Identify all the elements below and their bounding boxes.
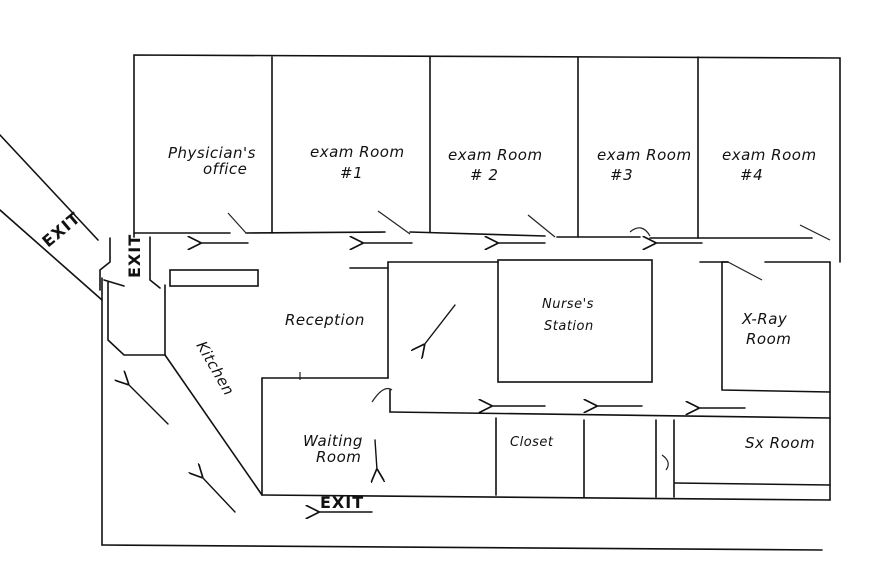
exam-room-1-label: exam Room (310, 143, 405, 161)
physicians-office-label-line2: office (203, 160, 247, 178)
reception-label: Reception (285, 311, 365, 329)
building-walls (0, 54, 841, 551)
waiting-room-label-line1: Waiting (303, 432, 363, 450)
exit-corridor-label: EXIT (38, 208, 84, 251)
exam-room-2-number: # 2 (470, 166, 498, 184)
exam-room-3-number: #3 (610, 166, 633, 184)
exam-room-3-label: exam Room (597, 146, 692, 164)
sx-room-label: Sx Room (745, 434, 815, 452)
exam-room-4-number: #4 (740, 166, 763, 184)
exam-room-4-label: exam Room (722, 146, 817, 164)
exit-bottom-label: EXIT (320, 493, 364, 512)
exam-room-2-label: exam Room (448, 146, 543, 164)
evacuation-arrows (128, 243, 746, 512)
kitchen-label: Kitchen (193, 338, 239, 399)
exit-side-label: EXIT (125, 234, 144, 278)
nurses-station-label-line2: Station (544, 319, 594, 334)
waiting-room-label-line2: Room (316, 448, 361, 466)
closet-label: Closet (510, 435, 554, 450)
physicians-office-label-line1: Physician's (168, 144, 256, 162)
nurses-station-label-line1: Nurse's (542, 297, 594, 312)
xray-room-label-line1: X-Ray (741, 310, 788, 328)
room-labels: Physician's office exam Room #1 exam Roo… (168, 143, 817, 466)
xray-room-label-line2: Room (746, 330, 791, 348)
exam-room-1-number: #1 (340, 164, 363, 182)
